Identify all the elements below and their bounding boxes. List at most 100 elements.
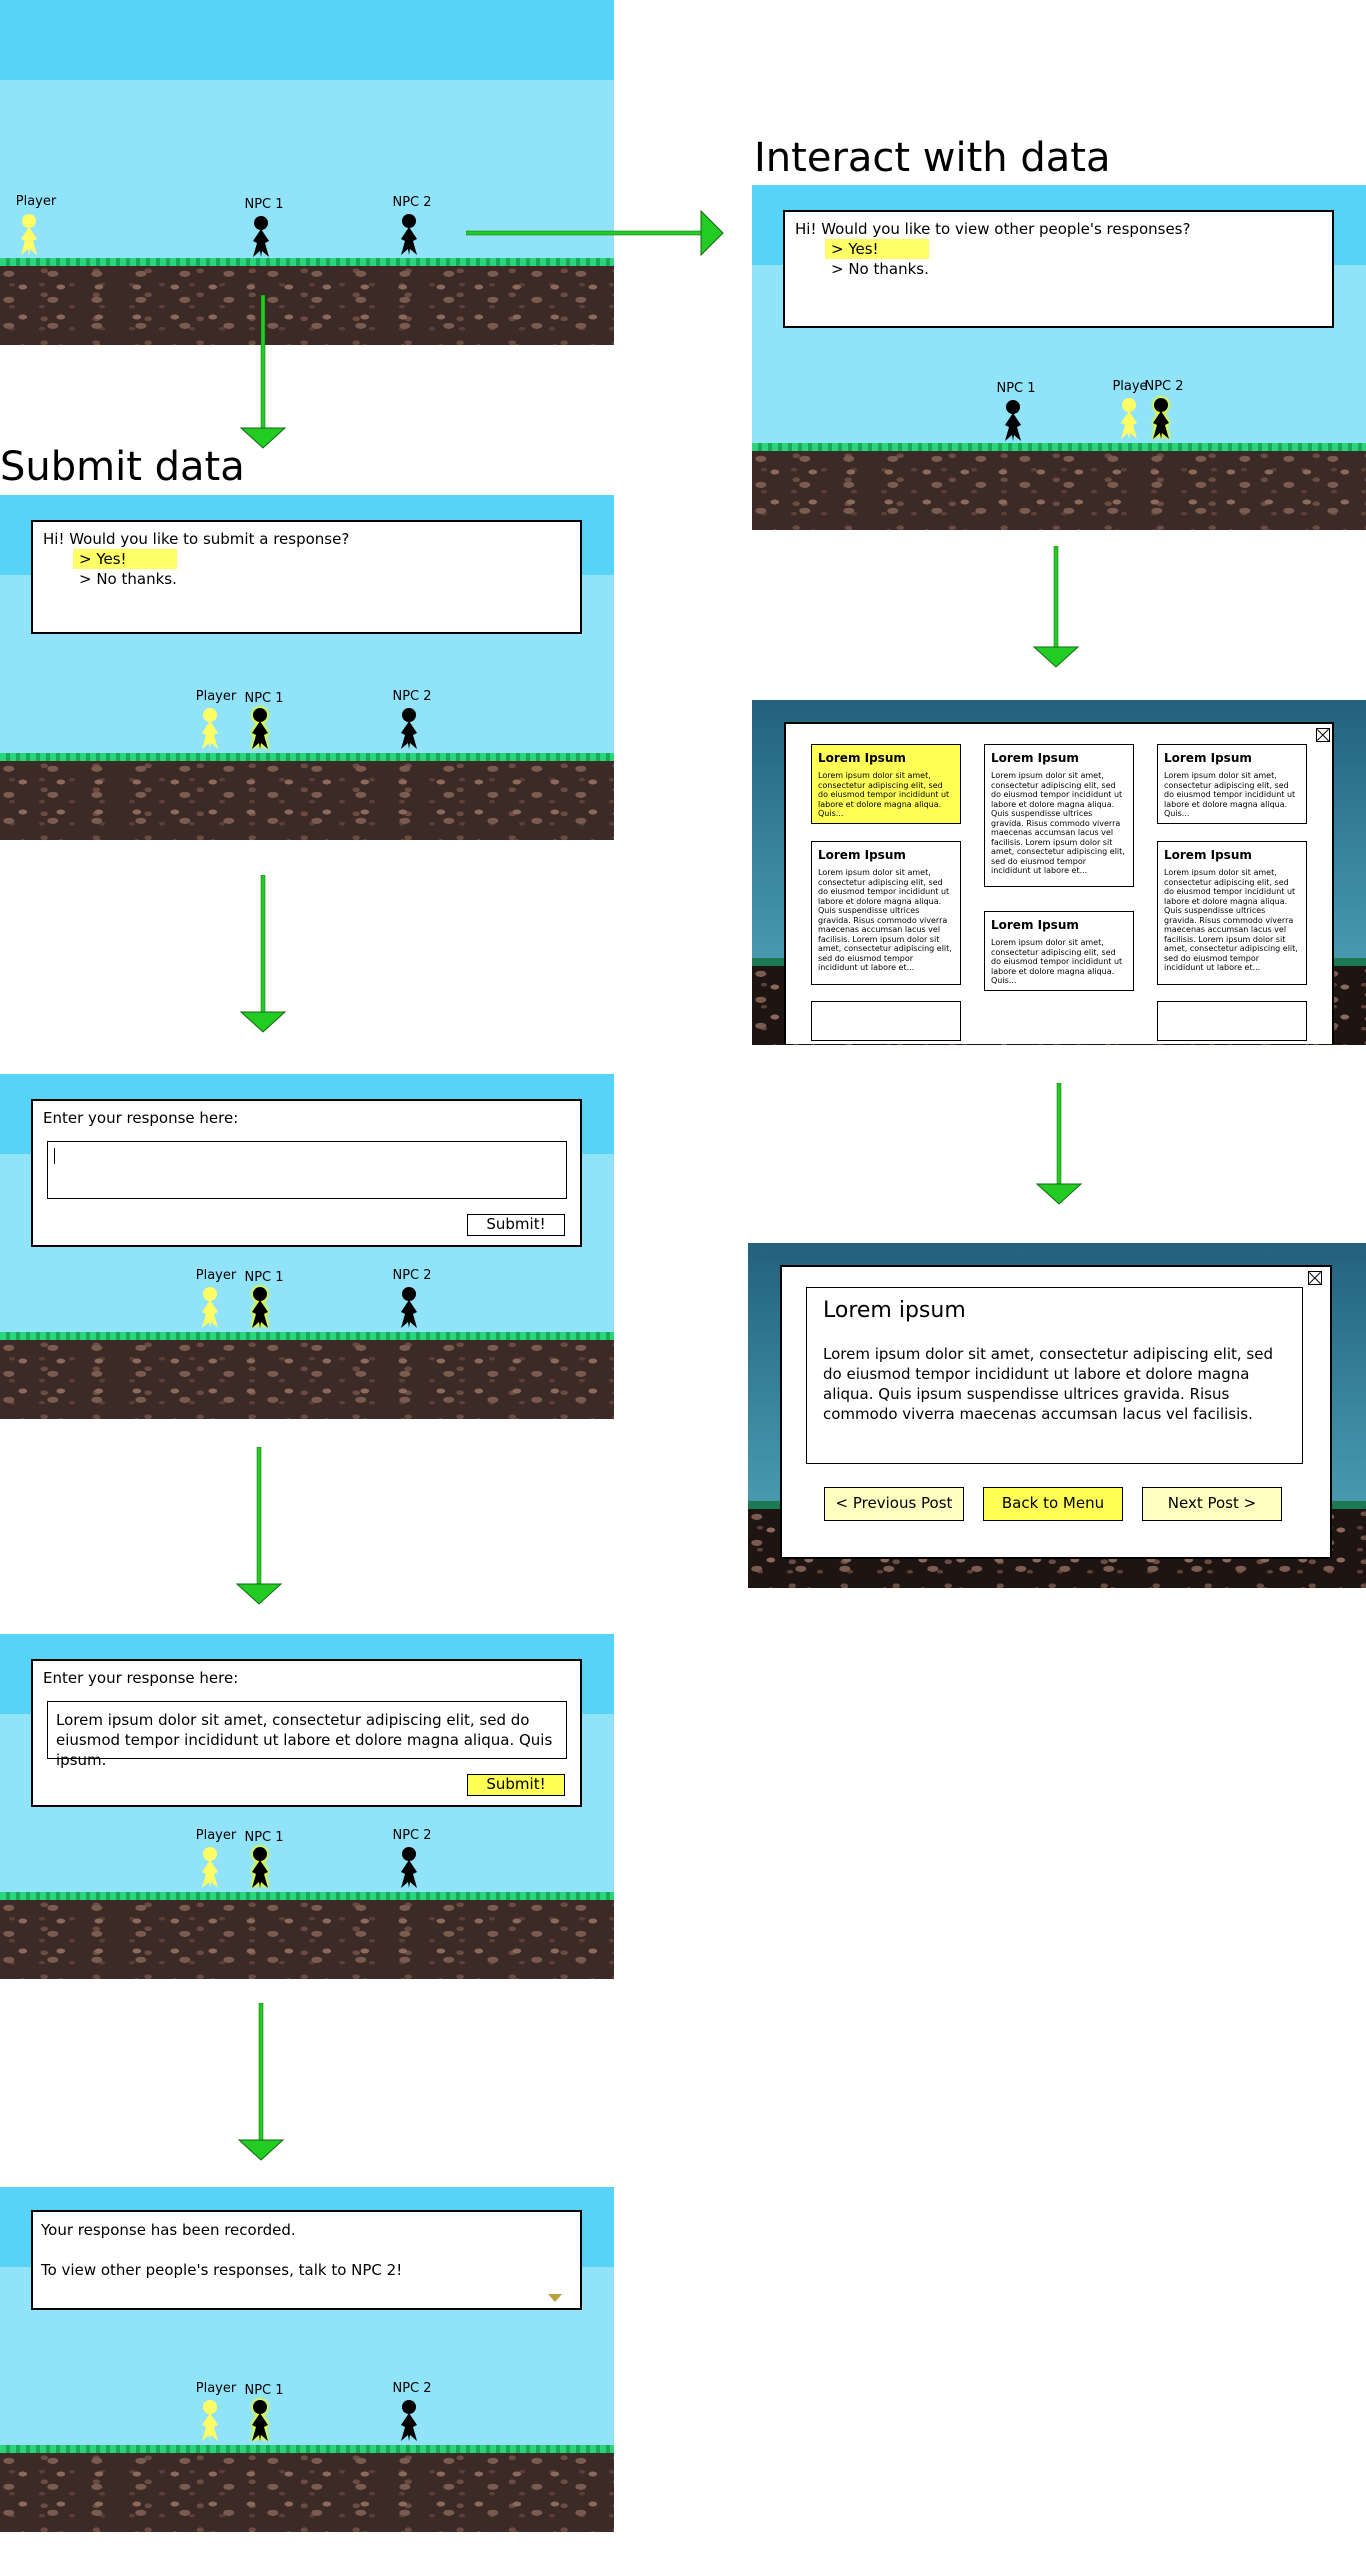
npc2-sprite[interactable] [397, 213, 421, 257]
player-sprite [198, 1286, 222, 1330]
npc1-label: NPC 1 [244, 1270, 284, 1285]
response-card[interactable]: Lorem Ipsum Lorem ipsum dolor sit amet, … [811, 841, 961, 985]
dialog-prompt: Hi! Would you like to view other people'… [795, 220, 1191, 238]
dirt-ground [0, 1340, 614, 1419]
player-label: Playe [1112, 379, 1148, 394]
response-card[interactable]: Lorem Ipsum Lorem ipsum dolor sit amet, … [984, 911, 1134, 991]
player-label: Player [195, 1828, 237, 1843]
npc1-label: NPC 1 [244, 2383, 284, 2398]
player-label: Player [195, 689, 237, 704]
grass-strip [0, 1892, 614, 1900]
dirt-ground [0, 761, 614, 840]
close-icon[interactable] [1308, 1271, 1322, 1285]
scene-overworld: Player NPC 1 NPC 2 [0, 0, 614, 345]
text-caret [54, 1148, 55, 1164]
response-text: Lorem ipsum dolor sit amet, consectetur … [56, 1711, 553, 1769]
player-sprite [17, 213, 41, 257]
interact-data-heading: Interact with data [754, 135, 1111, 181]
response-card[interactable]: Lorem Ipsum Lorem ipsum dolor sit amet, … [1157, 744, 1307, 824]
response-card-partial[interactable] [811, 1001, 961, 1041]
post-title: Lorem ipsum [823, 1298, 966, 1323]
option-no[interactable]: > No thanks. [831, 260, 929, 278]
dialog-box: Enter your response here: Submit! [31, 1099, 582, 1247]
npc1-label: NPC 1 [244, 1830, 284, 1845]
npc2-sprite[interactable] [1149, 397, 1173, 441]
player-label: Player [15, 194, 57, 209]
response-card-partial[interactable] [1157, 1001, 1307, 1041]
card-title: Lorem Ipsum [1164, 751, 1252, 765]
npc2-label: NPC 2 [392, 1828, 432, 1843]
close-icon[interactable] [1316, 728, 1330, 742]
npc1-sprite[interactable] [248, 707, 272, 751]
npc2-sprite[interactable] [397, 2399, 421, 2443]
card-body: Lorem ipsum dolor sit amet, consectetur … [818, 868, 952, 972]
card-body: Lorem ipsum dolor sit amet, consectetur … [818, 771, 950, 818]
card-body: Lorem ipsum dolor sit amet, consectetur … [1164, 771, 1296, 818]
dialog-box: Enter your response here: Lorem ipsum do… [31, 1659, 582, 1807]
npc2-sprite[interactable] [397, 1286, 421, 1330]
response-input[interactable]: Lorem ipsum dolor sit amet, consectetur … [47, 1701, 567, 1769]
npc1-sprite[interactable] [1001, 399, 1025, 443]
player-sprite [198, 1846, 222, 1890]
npc2-sprite[interactable] [397, 707, 421, 751]
card-title: Lorem Ipsum [818, 751, 906, 765]
npc1-sprite[interactable] [248, 1846, 272, 1890]
npc1-label: NPC 1 [244, 691, 284, 706]
scene-filled-response: Enter your response here: Lorem ipsum do… [0, 1634, 614, 1979]
dirt-ground [0, 1900, 614, 1979]
npc2-label: NPC 2 [1144, 379, 1184, 394]
card-body: Lorem ipsum dolor sit amet, consectetur … [991, 938, 1123, 985]
option-no[interactable]: > No thanks. [79, 570, 177, 588]
submit-data-heading: Submit data [0, 444, 245, 490]
next-post-button[interactable]: Next Post > [1142, 1487, 1282, 1521]
submit-button[interactable]: Submit! [467, 1774, 565, 1796]
option-yes[interactable]: > Yes! [73, 549, 177, 569]
scene-view-prompt: Hi! Would you like to view other people'… [752, 185, 1366, 530]
npc2-label: NPC 2 [392, 1268, 432, 1283]
scene-response-recorded: Your response has been recorded. To view… [0, 2187, 614, 2532]
card-title: Lorem Ipsum [818, 848, 906, 862]
post-body: Lorem ipsum dolor sit amet, consectetur … [823, 1345, 1273, 1423]
flow-arrow-down [237, 2003, 285, 2161]
player-label: Player [195, 1268, 237, 1283]
dialog-box: Hi! Would you like to submit a response?… [31, 520, 582, 634]
submit-button[interactable]: Submit! [467, 1214, 565, 1236]
scene-responses-gallery: Lorem Ipsum Lorem ipsum dolor sit amet, … [752, 700, 1366, 1045]
player-sprite [1117, 397, 1141, 441]
back-to-menu-button[interactable]: Back to Menu [983, 1487, 1123, 1521]
card-body: Lorem ipsum dolor sit amet, consectetur … [991, 771, 1125, 875]
scene-submit-prompt: Hi! Would you like to submit a response?… [0, 495, 614, 840]
continue-arrow-icon[interactable] [548, 2294, 562, 2302]
npc2-label: NPC 2 [392, 689, 432, 704]
scene-enter-response: Enter your response here: Submit! Player… [0, 1074, 614, 1419]
npc1-sprite[interactable] [249, 215, 273, 259]
response-card[interactable]: Lorem Ipsum Lorem ipsum dolor sit amet, … [1157, 841, 1307, 985]
npc2-sprite[interactable] [397, 1846, 421, 1890]
next-step-message: To view other people's responses, talk t… [41, 2261, 403, 2279]
dirt-ground [0, 266, 614, 345]
dialog-prompt: Enter your response here: [43, 1109, 239, 1127]
player-sprite [198, 2399, 222, 2443]
grass-strip [0, 753, 614, 761]
npc1-sprite[interactable] [248, 2399, 272, 2443]
response-input[interactable] [47, 1141, 567, 1199]
npc1-label: NPC 1 [244, 197, 284, 212]
card-body: Lorem ipsum dolor sit amet, consectetur … [1164, 868, 1298, 972]
previous-post-button[interactable]: < Previous Post [824, 1487, 964, 1521]
flow-arrow-down [239, 295, 287, 449]
grass-strip [752, 443, 1366, 451]
npc2-label: NPC 2 [392, 2381, 432, 2396]
response-card[interactable]: Lorem Ipsum Lorem ipsum dolor sit amet, … [811, 744, 961, 824]
grass-strip [0, 2445, 614, 2453]
recorded-message: Your response has been recorded. [41, 2221, 296, 2239]
flow-arrow-down [239, 875, 287, 1033]
option-yes[interactable]: > Yes! [825, 239, 929, 259]
post-card: Lorem ipsum Lorem ipsum dolor sit amet, … [806, 1287, 1303, 1464]
card-title: Lorem Ipsum [991, 751, 1079, 765]
dialog-box: Hi! Would you like to view other people'… [783, 210, 1334, 328]
dialog-prompt: Enter your response here: [43, 1669, 239, 1687]
npc1-sprite[interactable] [248, 1286, 272, 1330]
response-card[interactable]: Lorem Ipsum Lorem ipsum dolor sit amet, … [984, 744, 1134, 887]
flow-arrow-right [466, 209, 724, 257]
npc1-label: NPC 1 [996, 381, 1036, 396]
